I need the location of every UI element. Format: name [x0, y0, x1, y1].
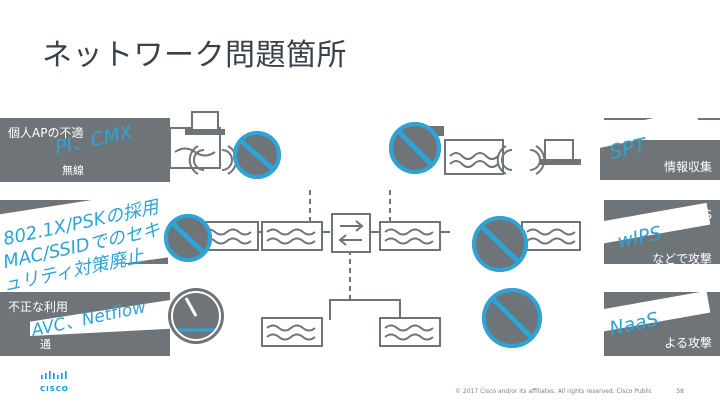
connection-lines	[255, 190, 450, 320]
prohibited-icon-1	[233, 131, 281, 179]
server-rack-bottom-left	[261, 317, 323, 347]
ap-right	[444, 139, 504, 175]
band3-right-sub: よる攻撃	[664, 336, 712, 350]
wifi-waves-right-icon	[496, 145, 546, 175]
switch-rack-mid-left	[261, 221, 323, 251]
cisco-bars-icon	[41, 371, 67, 379]
prohibited-icon-3	[164, 214, 212, 262]
cisco-logo: CISCO	[40, 366, 70, 393]
laptop-icon-right	[539, 139, 581, 165]
laptop-icon-top	[185, 111, 225, 135]
band1-right-sub: 情報収集	[663, 160, 712, 174]
cisco-logo-text: CISCO	[40, 385, 69, 393]
band1-left-fragment: 無線	[62, 164, 84, 177]
gauge-icon	[168, 288, 224, 344]
band3-left-text: 不正な利用	[8, 300, 69, 314]
switch-rack-right	[521, 221, 581, 251]
prohibited-icon-5	[482, 288, 542, 348]
band2-right-sub: などで攻撃	[652, 252, 712, 266]
prohibited-icon-2	[389, 122, 441, 174]
page-number: 58	[676, 388, 684, 395]
core-switch-icon	[331, 213, 371, 253]
footer-copyright: © 2017 Cisco and/or its affiliates. All …	[455, 388, 653, 395]
band1-left-text: 個人APの不適	[8, 126, 84, 140]
server-rack-bottom-right	[379, 317, 441, 347]
switch-rack-mid-right	[379, 221, 441, 251]
page-title: ネットワーク問題箇所	[42, 38, 347, 73]
band3-left-fragment: 通	[40, 338, 51, 351]
prohibited-icon-4	[472, 216, 528, 272]
